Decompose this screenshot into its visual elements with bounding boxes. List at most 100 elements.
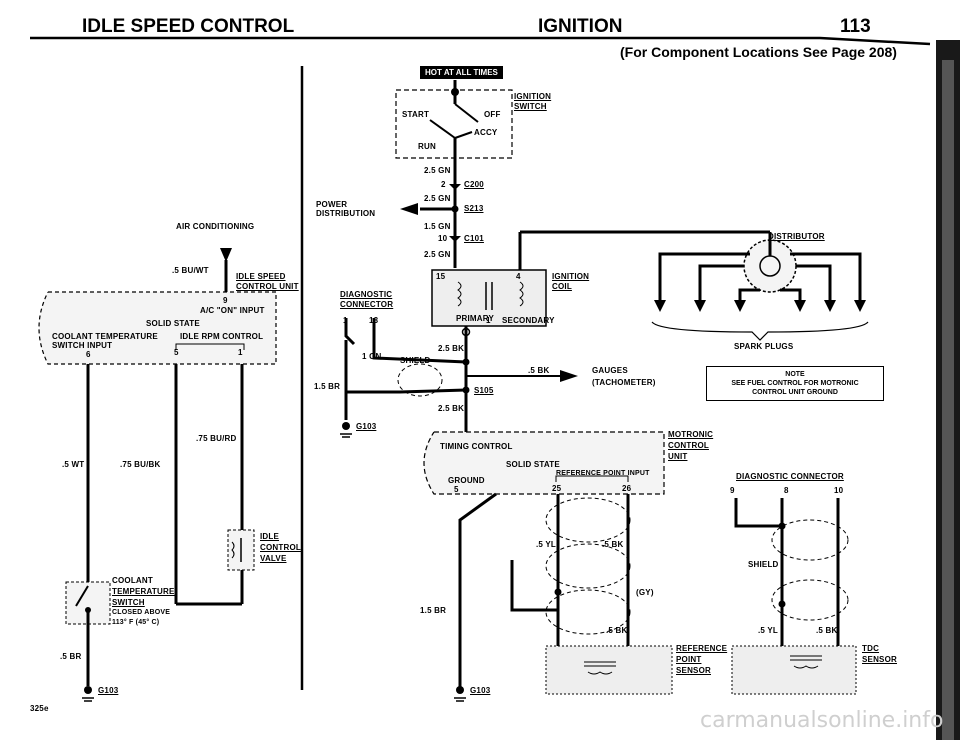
coil-pin-4: 4	[516, 272, 521, 281]
coil-label-2: COIL	[552, 282, 572, 291]
ref-point-input: REFERENCE POINT INPUT	[556, 470, 650, 477]
connector-c101: C101	[464, 234, 484, 243]
ignition-switch-1: IGNITION	[514, 92, 552, 101]
valve-label-1: IDLE	[260, 532, 280, 541]
valve-label-3: VALVE	[260, 554, 287, 563]
wire-gy: (GY)	[636, 588, 654, 597]
wire-5bk-2: .5 BK	[602, 540, 624, 549]
ref-sensor-1: REFERENCE	[676, 644, 728, 653]
coolant-input-1: COOLANT TEMPERATURE	[52, 332, 158, 341]
coil-label-1: IGNITION	[552, 272, 590, 281]
wire-bu-wt: .5 BU/WT	[172, 266, 209, 275]
pin-6: 6	[86, 350, 91, 359]
motronic-note-box: NOTE SEE FUEL CONTROL FOR MOTRONIC CONTR…	[706, 366, 884, 401]
note-line-2: CONTROL UNIT GROUND	[752, 389, 838, 396]
ground-pin: 5	[454, 485, 459, 494]
wire-25bk-a: 2.5 BK	[438, 344, 465, 353]
wire-5bk-4: .5 BK	[816, 626, 838, 635]
wire-15br: 1.5 BR	[314, 382, 341, 391]
coil-pin-1: 1	[486, 316, 491, 325]
motronic-2: CONTROL	[668, 441, 709, 450]
spark-plugs-label: SPARK PLUGS	[734, 342, 794, 351]
diag-pin-13: 13	[369, 316, 379, 325]
ground-label: GROUND	[448, 476, 485, 485]
wire-5bk: .5 BK	[528, 366, 550, 375]
wire-25gn-b: 2.5 GN	[424, 194, 451, 203]
pin-26: 26	[622, 484, 632, 493]
watermark: carmanualsonline.info	[700, 708, 944, 733]
shield-label-2: SHIELD	[748, 560, 779, 569]
unit-label-1: IDLE SPEED	[236, 272, 286, 281]
accy-label: ACCY	[474, 128, 498, 137]
wire-5yl: .5 YL	[536, 540, 556, 549]
ground-g103-left: G103	[98, 686, 119, 695]
wire-5bk-3: .5 BK	[606, 626, 628, 635]
wire-15gn: 1.5 GN	[424, 222, 451, 231]
coil-pin-15: 15	[436, 272, 446, 281]
ref-sensor-2: POINT	[676, 655, 702, 664]
motronic-1: MOTRONIC	[668, 430, 714, 439]
pin-5: 5	[174, 348, 179, 357]
switch-label-1: COOLANT	[112, 576, 153, 585]
wire-br: .5 BR	[60, 652, 82, 661]
section-title: IGNITION	[538, 16, 623, 37]
coolant-input-2: SWITCH INPUT	[52, 341, 113, 350]
wire-bu-bk: .75 BU/BK	[120, 460, 161, 469]
motronic-3: UNIT	[668, 452, 688, 461]
diag2-pin-9: 9	[730, 486, 735, 495]
figure-id: 325e	[30, 704, 49, 713]
wire-5yl-2: .5 YL	[758, 626, 778, 635]
valve-label-2: CONTROL	[260, 543, 301, 552]
pin-1: 1	[238, 348, 243, 357]
wire-25bk-b: 2.5 BK	[438, 404, 465, 413]
distributor-label: DISTRIBUTOR	[768, 232, 825, 241]
splice-s105: S105	[474, 386, 494, 395]
page-number: 113	[840, 16, 871, 37]
primary-label: PRIMARY	[456, 314, 494, 323]
c101-pin: 10	[438, 234, 448, 243]
pin-9: 9	[223, 296, 228, 305]
diag2-pin-8: 8	[784, 486, 789, 495]
run-label: RUN	[418, 142, 436, 151]
unit-label-2: CONTROL UNIT	[236, 282, 299, 291]
gauges-1: GAUGES	[592, 366, 628, 375]
header-title: IDLE SPEED CONTROL	[82, 16, 295, 37]
power-dist-2: DISTRIBUTION	[316, 209, 376, 218]
wire-wt: .5 WT	[62, 460, 85, 469]
switch-label-5: 113° F (45° C)	[112, 619, 160, 626]
ac-input-label: A/C "ON" INPUT	[200, 306, 265, 315]
switch-label-3: SWITCH	[112, 598, 145, 607]
switch-label-2: TEMPERATURE	[112, 587, 175, 596]
wire-1gn: 1 GN	[362, 352, 382, 361]
gauges-2: (TACHOMETER)	[592, 378, 656, 387]
splice-s213: S213	[464, 204, 484, 213]
diag-conn-1: DIAGNOSTIC	[340, 290, 393, 299]
power-dist-1: POWER	[316, 200, 348, 209]
component-reference: (For Component Locations See Page 208)	[620, 44, 897, 60]
switch-label-4: CLOSED ABOVE	[112, 609, 171, 616]
ignition-switch-2: SWITCH	[514, 102, 547, 111]
hot-at-all-times-badge: HOT AT ALL TIMES	[420, 66, 503, 79]
wire-25gn-a: 2.5 GN	[424, 166, 451, 175]
wire-25gn-c: 2.5 GN	[424, 250, 451, 259]
pin-25: 25	[552, 484, 562, 493]
solid-state-label: SOLID STATE	[146, 319, 200, 328]
diag2-pin-10: 10	[834, 486, 844, 495]
solid-state-2: SOLID STATE	[506, 460, 560, 469]
timing-control-label: TIMING CONTROL	[440, 442, 513, 451]
c200-pin: 2	[441, 180, 446, 189]
diag-pin-1: 1	[343, 316, 348, 325]
connector-c200: C200	[464, 180, 484, 189]
off-label: OFF	[484, 110, 501, 119]
diag-connector-2: DIAGNOSTIC CONNECTOR	[736, 472, 844, 481]
idle-rpm-label: IDLE RPM CONTROL	[180, 332, 264, 341]
wire-15br-2: 1.5 BR	[420, 606, 447, 615]
tdc-sensor-1: TDC	[862, 644, 880, 653]
secondary-label: SECONDARY	[502, 316, 555, 325]
ac-label: AIR CONDITIONING	[176, 222, 255, 231]
tdc-sensor-2: SENSOR	[862, 655, 897, 664]
ground-g103-right: G103	[470, 686, 491, 695]
shield-label: SHIELD	[400, 356, 431, 365]
ground-g103-mid: G103	[356, 422, 377, 431]
